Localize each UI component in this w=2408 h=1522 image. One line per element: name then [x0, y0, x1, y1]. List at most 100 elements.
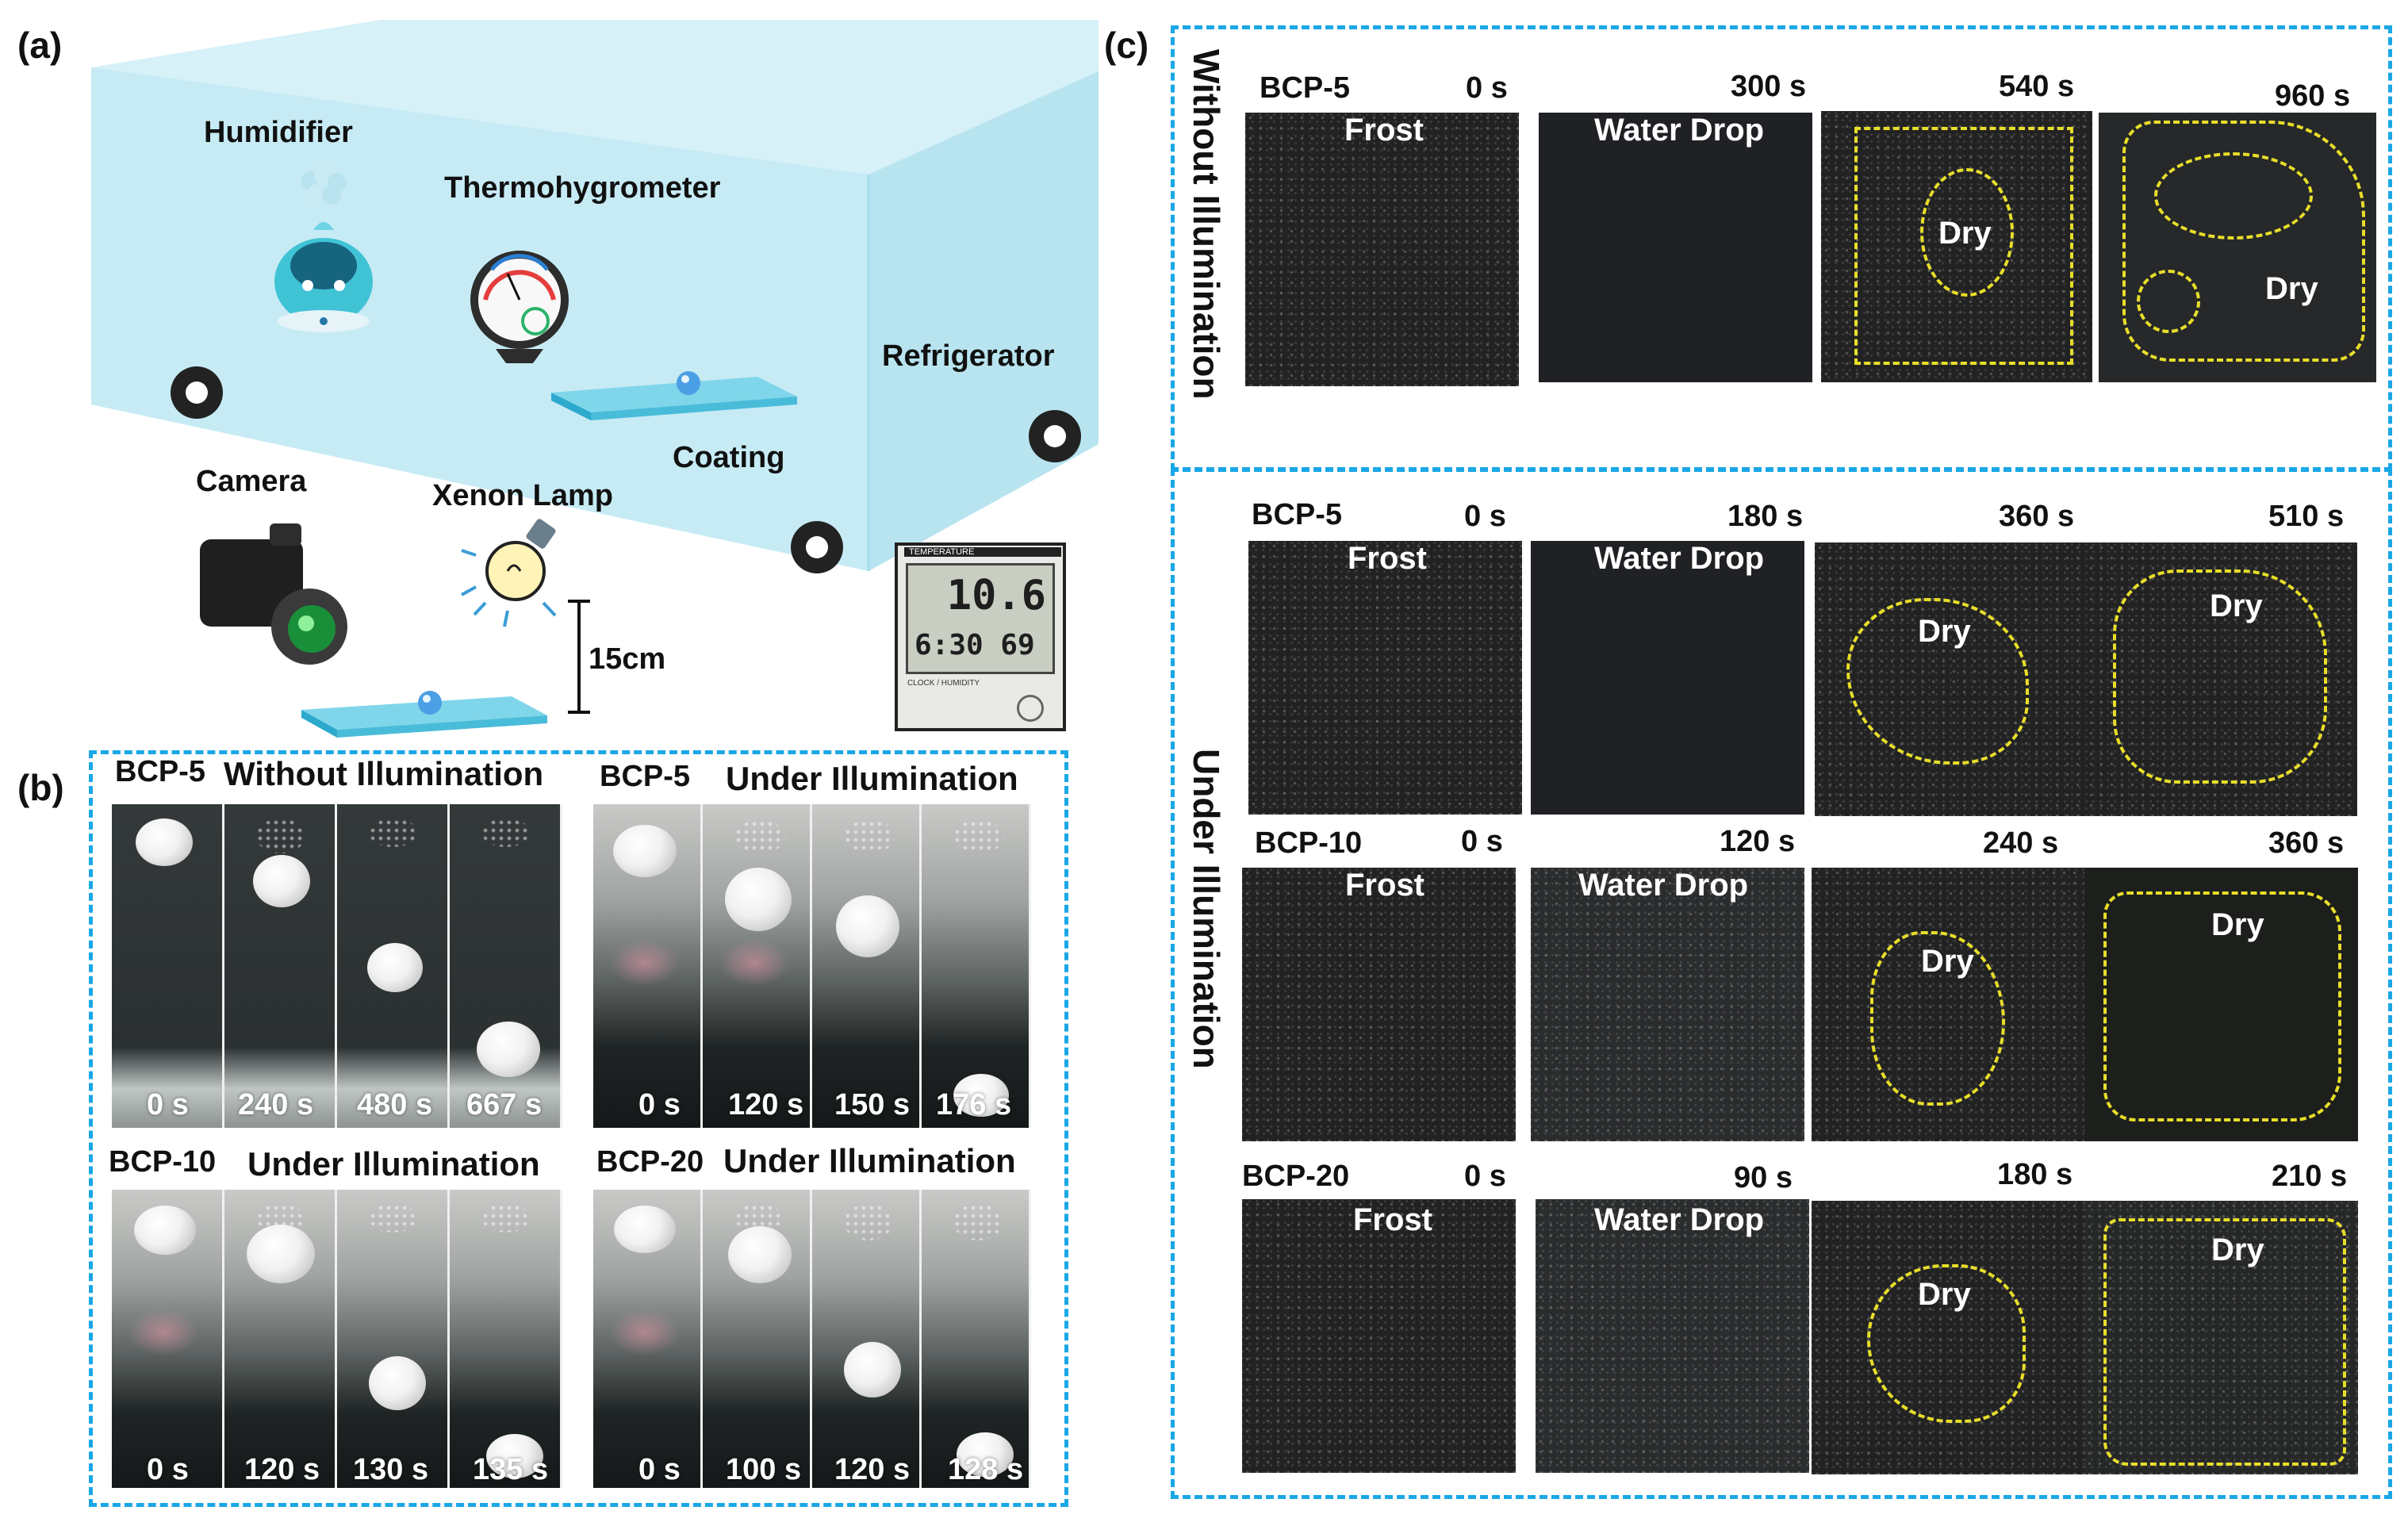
state-frost: Frost [1345, 868, 1424, 903]
b-g3-sample: BCP-10 [109, 1145, 217, 1179]
hygrometer-humidity: 6:30 69 [915, 629, 1035, 661]
b-g3-frame-2 [224, 1190, 337, 1488]
b-g2-condition: Under Illumination [726, 760, 1018, 797]
c-r3-time-1: 0 s [1461, 825, 1503, 858]
dry-region-outline [1870, 931, 2005, 1106]
droplet [247, 1225, 315, 1283]
c-r1-img-1: Frost [1245, 113, 1519, 386]
box-body [91, 67, 1099, 571]
state-dry: Dry [1938, 216, 1992, 251]
c-r1-time-1: 0 s [1466, 71, 1508, 105]
b-g3-time-4: 135 s [473, 1453, 549, 1486]
c-r4-img-2: Water Drop [1536, 1199, 1809, 1473]
b-g1-time-4: 667 s [466, 1088, 543, 1121]
state-dry: Dry [2265, 271, 2318, 306]
b-g2-time-2: 120 s [728, 1088, 804, 1121]
humidifier-icon [274, 163, 373, 332]
hygrometer-dial-icon [1017, 695, 1044, 722]
panel-a-label: (a) [17, 25, 63, 66]
hygrometer-photo: TEMPERATURE 10.6 6:30 69 CLOCK / HUMIDIT… [895, 542, 1066, 731]
state-frost: Frost [1353, 1202, 1432, 1237]
c-r4-img-1: Frost [1242, 1199, 1516, 1473]
b-g4-time-3: 120 s [834, 1453, 911, 1486]
b-g2-time-3: 150 s [834, 1088, 911, 1121]
state-dry: Dry [2210, 588, 2263, 623]
c-r4-time-2: 90 s [1734, 1161, 1793, 1194]
dry-region-outline [1846, 598, 2029, 765]
droplet [369, 1356, 426, 1410]
c-r2-img-4: Dry [2086, 542, 2357, 816]
dry-region-outline [1854, 127, 2073, 365]
c-r3-time-4: 360 s [2268, 826, 2345, 860]
b-g3-frame-3 [337, 1190, 450, 1488]
b-g2-sample: BCP-5 [600, 760, 691, 793]
b-g4-frame-3 [812, 1190, 922, 1488]
droplet [957, 1432, 1014, 1477]
xenon-lamp-label: Xenon Lamp [432, 479, 614, 512]
camera-label: Camera [196, 465, 307, 498]
lower-coating-plate [301, 691, 547, 738]
dry-region-outline [2154, 152, 2313, 240]
state-water-drop: Water Drop [1594, 541, 1765, 576]
b-g1-frame-1 [112, 804, 224, 1128]
c-r3-img-3: Dry [1812, 868, 2085, 1141]
side-label-without: Without Illumination [1186, 49, 1227, 400]
c-r2-time-3: 360 s [1999, 500, 2075, 533]
b-g4-condition: Under Illumination [723, 1142, 1016, 1179]
dry-region-outline [2137, 270, 2200, 333]
dry-region-outline [2103, 891, 2341, 1121]
b-g2-frame-3 [812, 804, 922, 1128]
wheel-left [171, 366, 223, 419]
droplet [253, 855, 310, 907]
droplet [953, 1074, 1009, 1117]
droplet [136, 819, 193, 866]
panel-c-label: (c) [1104, 25, 1149, 66]
panel-b-label: (b) [17, 767, 64, 808]
state-dry: Dry [1918, 614, 1971, 649]
thermohygrometer-icon [470, 251, 569, 363]
xenon-lamp-icon [461, 519, 557, 627]
b-g3-frame-4 [450, 1190, 562, 1488]
c-r1-img-2: Water Drop [1539, 113, 1812, 382]
c-r1-time-3: 540 s [1999, 70, 2075, 103]
c-r3-img-2: Water Drop [1531, 868, 1804, 1141]
b-g4-frame-2 [703, 1190, 812, 1488]
droplet [367, 943, 423, 992]
b-g1-condition: Without Illumination [224, 755, 544, 792]
c-r2-sample: BCP-5 [1252, 498, 1343, 531]
b-g1-frame-3 [337, 804, 450, 1128]
b-g3-time-2: 120 s [244, 1453, 320, 1486]
dry-region-outline [2113, 569, 2327, 784]
panel-b-frame [89, 750, 1068, 1507]
b-g4-sample: BCP-20 [596, 1145, 704, 1179]
b-g2-frame-2 [703, 804, 812, 1128]
dry-region-outline [2103, 1218, 2346, 1466]
dry-region-outline [1867, 1264, 2026, 1423]
droplet [614, 1206, 676, 1253]
dry-region-outline [1920, 168, 2014, 297]
droplet [728, 1226, 792, 1283]
b-g1-sample: BCP-5 [115, 755, 206, 788]
state-frost: Frost [1344, 113, 1424, 148]
droplet [486, 1434, 543, 1478]
hygrometer-footer: CLOCK / HUMIDITY [907, 679, 980, 688]
c-r4-time-1: 0 s [1464, 1160, 1506, 1193]
b-g4-time-4: 128 s [948, 1453, 1024, 1486]
c-r1-time-2: 300 s [1731, 70, 1807, 103]
state-water-drop: Water Drop [1594, 113, 1765, 148]
b-g1-frame-4 [450, 804, 562, 1128]
b-g3-time-3: 130 s [353, 1453, 429, 1486]
c-r2-img-1: Frost [1248, 541, 1522, 815]
b-g3-time-1: 0 s [147, 1453, 189, 1486]
state-frost: Frost [1348, 541, 1427, 576]
hygrometer-screen: 10.6 6:30 69 [906, 563, 1055, 674]
c-r3-sample: BCP-10 [1255, 826, 1363, 860]
droplet [477, 1022, 540, 1077]
b-g3-condition: Under Illumination [247, 1145, 540, 1183]
c-r3-time-2: 120 s [1720, 825, 1796, 858]
wheel-right [1029, 410, 1081, 462]
c-r1-sample: BCP-5 [1260, 71, 1351, 105]
c-r4-sample: BCP-20 [1242, 1160, 1350, 1193]
b-g3-frame-1 [112, 1190, 224, 1488]
c-r4-img-3: Dry [1812, 1201, 2085, 1474]
